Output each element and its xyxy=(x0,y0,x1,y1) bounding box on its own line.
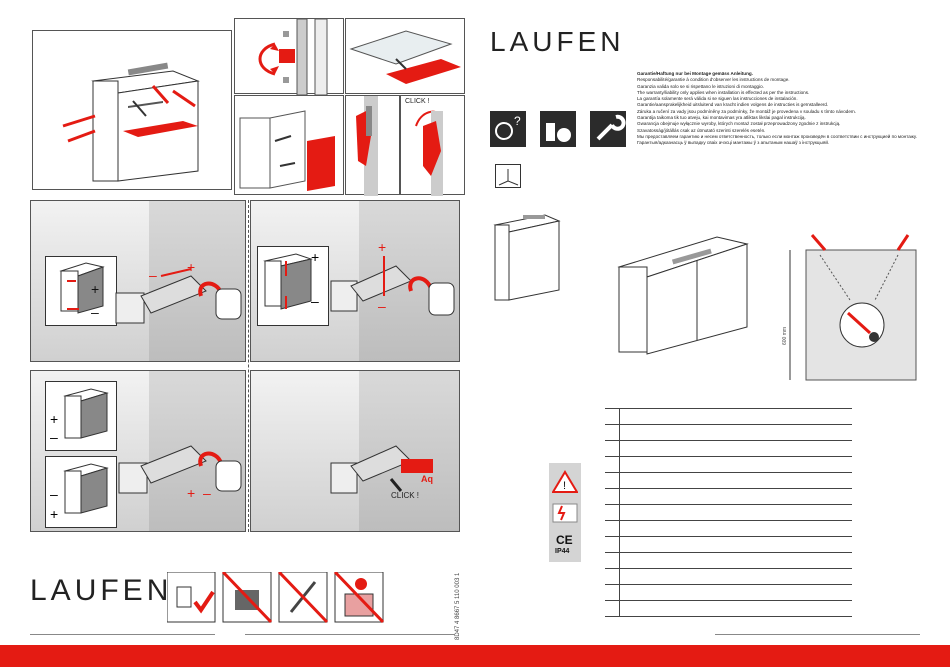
step-glass-shelf-panel xyxy=(345,18,465,94)
brand-color-bar xyxy=(0,645,950,667)
warranty-title: Garantie/Haftung nur bei Montage gemäss … xyxy=(637,71,753,76)
axes-icon xyxy=(495,164,521,188)
warranty-line: La garantía solamente será válida si se … xyxy=(637,96,798,102)
warranty-line: Responsabilité/garantie à condition d'ob… xyxy=(637,77,790,83)
plus-sign: + xyxy=(50,411,59,427)
double-cabinet-drawing xyxy=(617,236,749,355)
warranty-line: Garantie/aansprakelijkheid uitsluitend v… xyxy=(637,102,829,108)
cabinet-shelf-illustration xyxy=(62,62,200,182)
warranty-line: The warranty/liability only applies when… xyxy=(637,89,810,95)
minus-sign: – xyxy=(311,293,319,309)
ce-mark: CE xyxy=(556,533,573,547)
brand-logo-top: LAUFEN xyxy=(490,26,625,57)
svg-text:!: ! xyxy=(563,480,566,492)
warning-triangle-icon: ! xyxy=(552,470,578,493)
step-hinge-click-panel: CLICK ! xyxy=(400,95,465,196)
dimension-label: 600 mm xyxy=(782,326,788,345)
footer-rule xyxy=(245,634,455,635)
icons-row xyxy=(166,570,407,629)
cleaning-agents-icon xyxy=(540,111,576,147)
minus-sign: – xyxy=(50,429,58,445)
step-door-panel xyxy=(234,95,344,195)
doc-number: 8D47 4 8667 5 110 003 1 xyxy=(455,572,461,640)
electric-hazard-icon xyxy=(552,503,578,523)
minus-sign-red: – xyxy=(149,267,157,283)
minus-sign-red: – xyxy=(378,298,386,314)
wrench-icon xyxy=(590,111,626,147)
no-cleaner-icon xyxy=(221,570,273,624)
parts-table xyxy=(605,408,852,617)
brand-logo-bottom: LAUFEN xyxy=(30,574,173,607)
step-hinge-panel xyxy=(345,95,400,196)
warranty-line: Záruka a ručení za vady jsou podmíněny z… xyxy=(637,108,857,114)
ip-rating: IP44 xyxy=(555,548,570,555)
hinge-adjust-side-panel: + – + – xyxy=(30,200,246,362)
click-label: CLICK ! xyxy=(391,491,420,500)
warranty-line: Garantija taikoma tik tuo atveju, kai mo… xyxy=(637,115,806,121)
hinge-click-cover-panel: Aq CLICK ! xyxy=(250,370,460,532)
warranty-line: Гарантыя/адказнасць ў выпадку сваіх ачэс… xyxy=(637,140,830,146)
warranty-line: Garanzia valida solo se si rispettano le… xyxy=(637,83,764,89)
no-brush-icon xyxy=(277,570,329,624)
minus-sign-red: – xyxy=(203,485,211,501)
hand-question-icon: ? xyxy=(490,111,526,147)
warranty-line: Szavatosság/jótállás csak az útmutató sz… xyxy=(637,127,766,133)
svg-text:?: ? xyxy=(514,114,521,128)
plus-sign-red: + xyxy=(378,239,387,255)
dimension-drawing: 600 mm xyxy=(780,205,930,385)
aq-label: Aq xyxy=(421,474,433,484)
click-label: CLICK ! xyxy=(405,98,430,105)
single-cabinet-drawing xyxy=(493,214,561,301)
footer-rule xyxy=(30,634,215,635)
footer-rule xyxy=(715,634,920,635)
plus-sign: + xyxy=(311,249,320,265)
warranty-line: Gwarancja obejmuje wyłącznie wyroby, któ… xyxy=(637,121,841,127)
warranty-text: Garantie/Haftung nur bei Montage gemäss … xyxy=(637,71,937,147)
no-heat-box-icon xyxy=(333,570,385,624)
warranty-line: Мы предоставляем гарантию и несем ответс… xyxy=(637,133,918,139)
plus-sign: + xyxy=(91,281,100,297)
minus-sign: – xyxy=(91,304,99,320)
check-icon xyxy=(166,571,216,623)
hinge-adjust-height-panel: + – + – xyxy=(250,200,460,362)
hinge-adjust-depth-panel: + – – + + – xyxy=(30,370,246,532)
plus-sign-red: + xyxy=(187,259,196,275)
assembly-overview-panel xyxy=(32,30,232,190)
plus-sign-red: + xyxy=(187,485,196,501)
plus-sign: + xyxy=(50,506,59,522)
dashed-divider xyxy=(248,200,249,532)
minus-sign: – xyxy=(50,486,58,502)
step-bracket-panel xyxy=(234,18,344,96)
